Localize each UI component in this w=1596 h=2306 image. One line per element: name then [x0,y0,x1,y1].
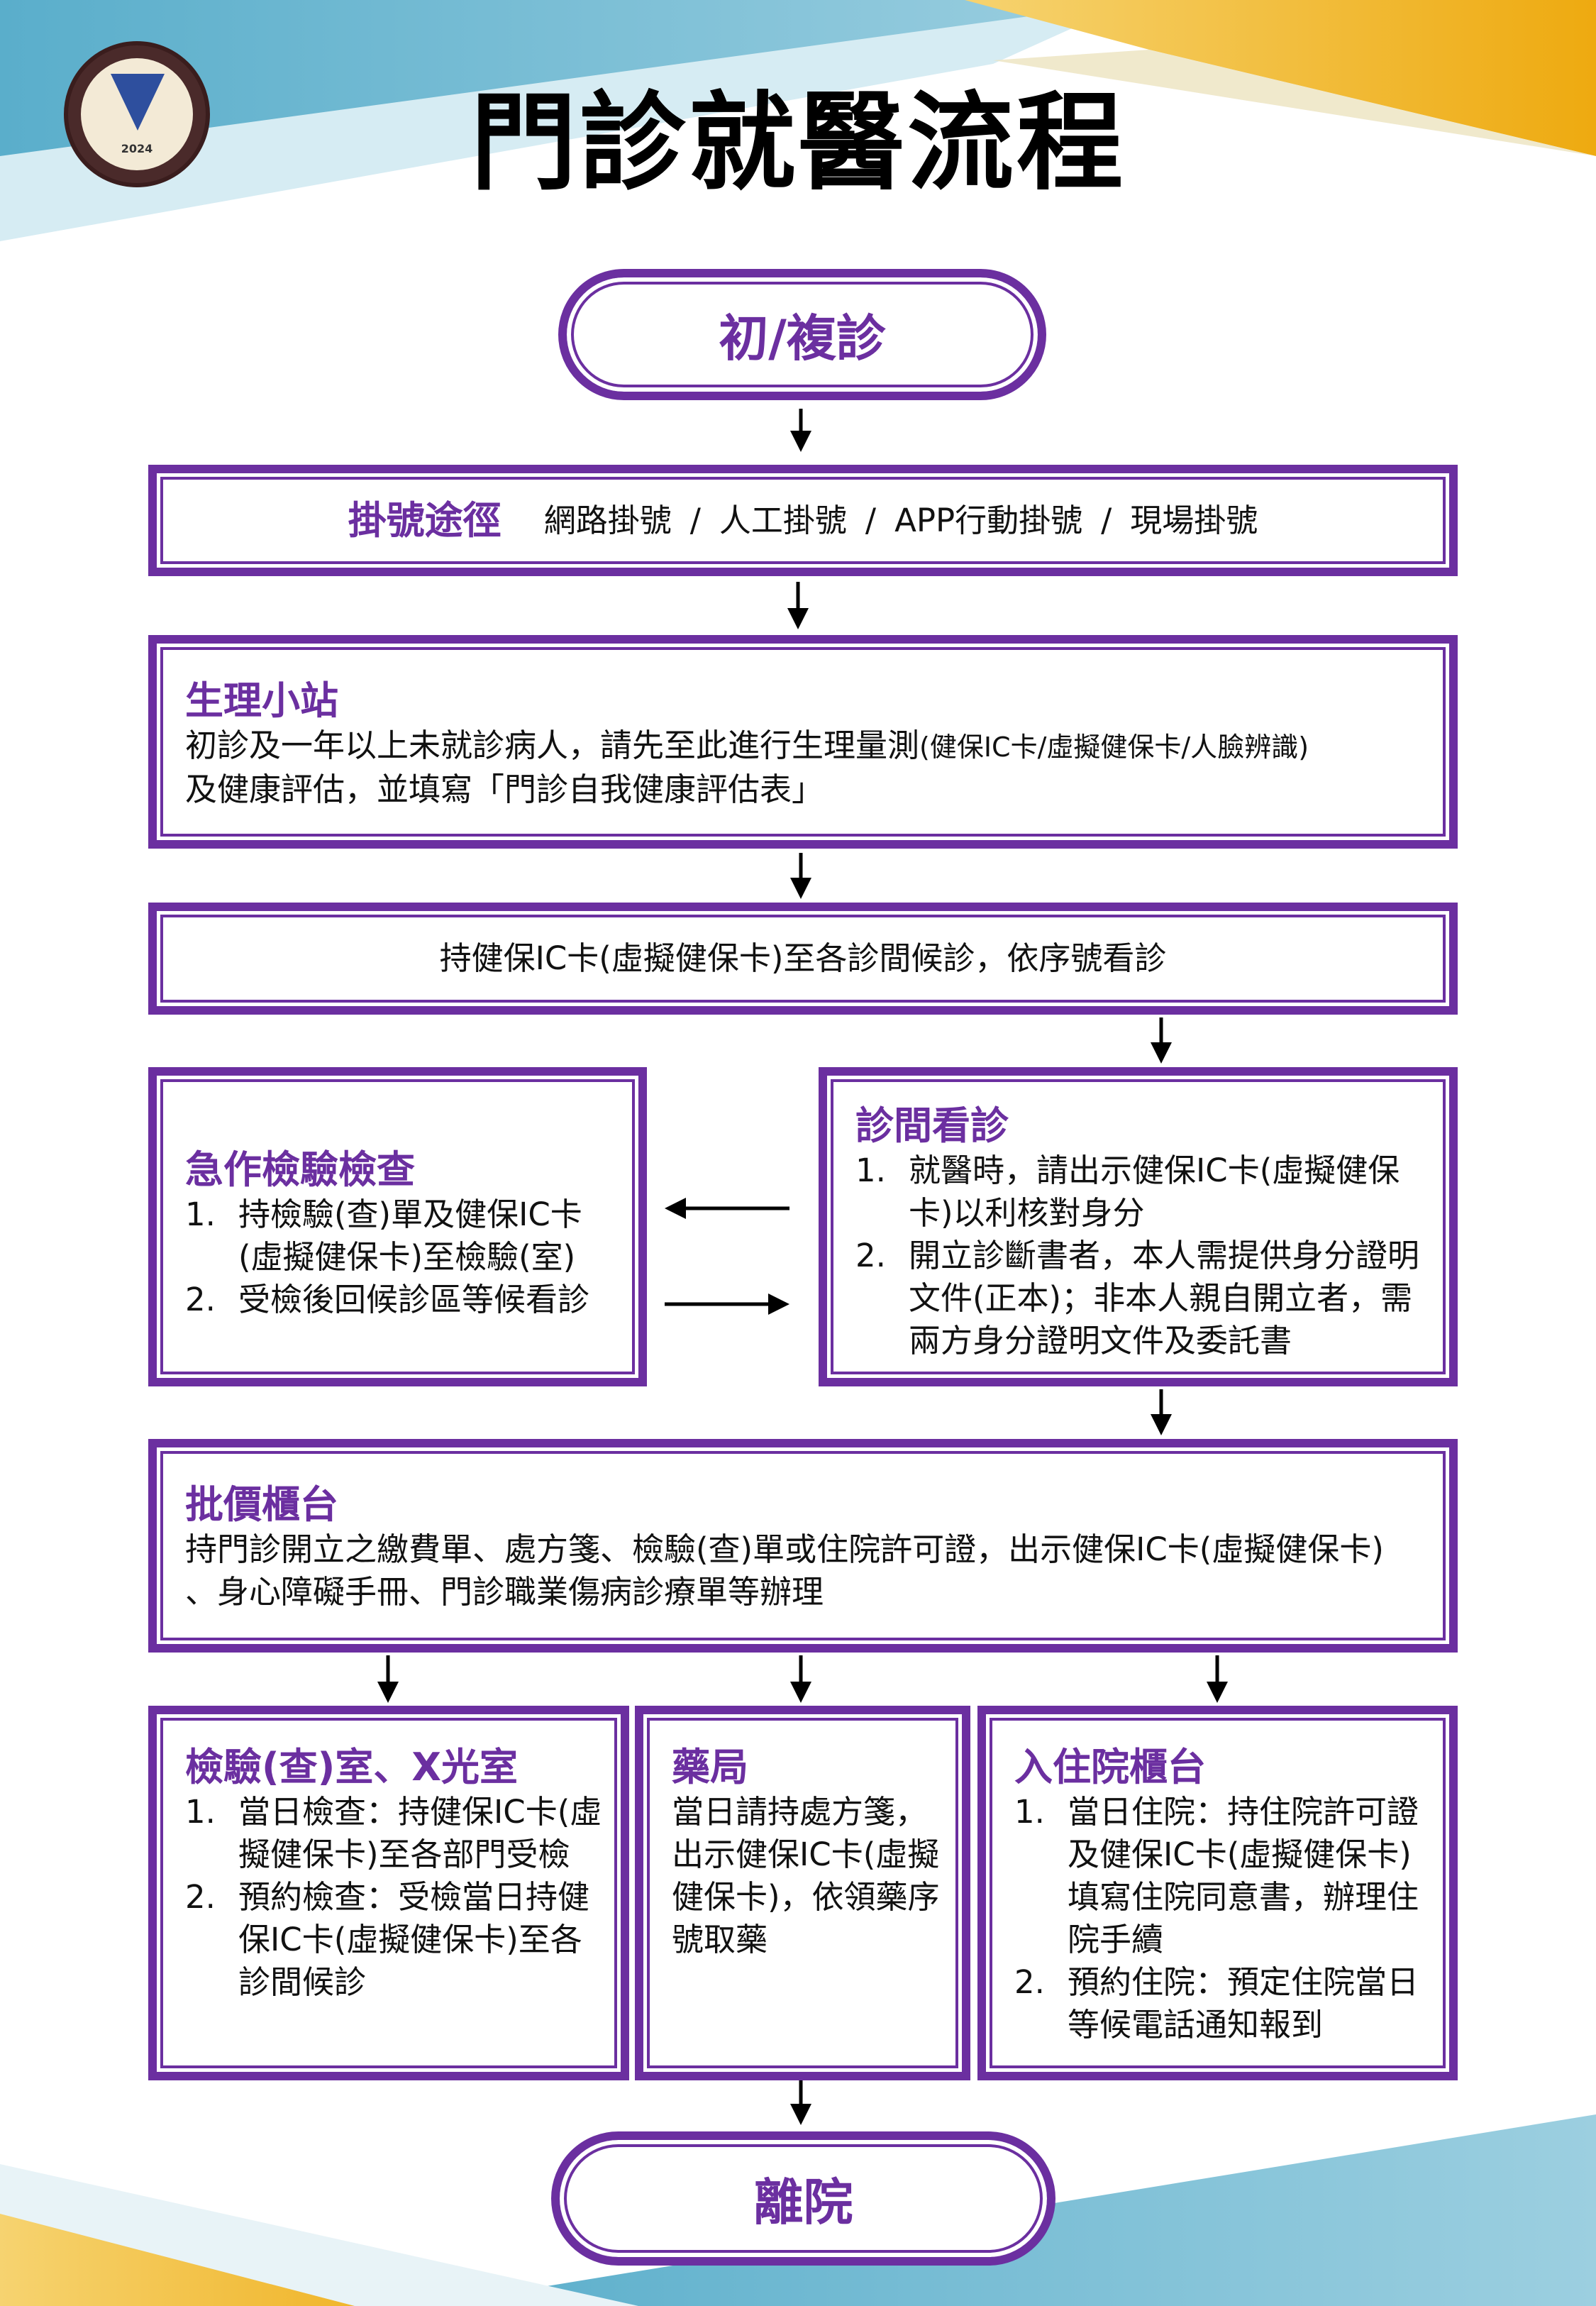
vitals-text-2: 及健康評估，並填寫「門診自我健康評估表」 [185,771,824,808]
item-number: 2. [185,1281,216,1318]
lab-heading: 檢驗(查)室、X光室 [185,1745,518,1789]
consult-heading: 診間看診 [855,1103,1009,1148]
item-text: 開立診斷書者，本人需提供身分證明文件(正本)；非本人親自開立者，需兩方身分證明文… [909,1237,1420,1359]
list-item: 2. 開立診斷書者，本人需提供身分證明文件(正本)；非本人親自開立者，需兩方身分證… [855,1235,1428,1362]
start-label: 初/複診 [719,309,886,368]
list-item: 2. 受檢後回候診區等候看診 [185,1279,617,1321]
registration-heading: 掛號途徑 [348,497,501,543]
item-text: 預約檢查：受檢當日持健保IC卡(虛擬健保卡)至各診間候診 [238,1878,590,2001]
vitals-station-box: 生理小站 初診及一年以上未就診病人，請先至此進行生理量測(健保IC卡/虛擬健保卡… [148,635,1458,849]
pharmacy-heading: 藥局 [672,1745,748,1789]
list-item: 1. 當日住院：持住院許可證及健保IC卡(虛擬健保卡)填寫住院同意書，辦理住院手續 [1014,1791,1435,1961]
item-number: 2. [855,1237,886,1274]
item-text: 持檢驗(查)單及健保IC卡(虛擬健保卡)至檢驗(室) [238,1196,582,1276]
item-number: 2. [1014,1963,1045,2001]
logo-year: 2024 [121,142,153,155]
item-text: 當日住院：持住院許可證及健保IC卡(虛擬健保卡)填寫住院同意書，辦理住院手續 [1068,1793,1419,1958]
list-item: 1. 持檢驗(查)單及健保IC卡(虛擬健保卡)至檢驗(室) [185,1193,617,1279]
item-number: 2. [185,1878,216,1916]
lab-xray-box: 檢驗(查)室、X光室 1. 當日檢查：持健保IC卡(虛擬健保卡)至各部門受檢 2.… [148,1706,629,2080]
end-node: 離院 [551,2131,1055,2266]
registration-method: 現場掛號 [1130,501,1258,539]
item-text: 受檢後回候診區等候看診 [238,1281,590,1318]
admission-box: 入住院櫃台 1. 當日住院：持住院許可證及健保IC卡(虛擬健保卡)填寫住院同意書，… [977,1706,1458,2080]
billing-box: 批價櫃台 持門診開立之繳費單、處方箋、檢驗(查)單或住院許可證，出示健保IC卡(… [148,1439,1458,1653]
item-number: 1. [855,1152,886,1189]
item-text: 預約住院：預定住院當日等候電話通知報到 [1068,1963,1419,2043]
vitals-note: (健保IC卡/虛擬健保卡/人臉辨識) [919,732,1309,763]
item-text: 當日檢查：持健保IC卡(虛擬健保卡)至各部門受檢 [238,1793,602,1873]
pharmacy-text: 當日請持處方箋，出示健保IC卡(虛擬健保卡)，依領藥序號取藥 [672,1793,940,1958]
billing-heading: 批價櫃台 [185,1482,338,1527]
separator: / [689,501,701,539]
waiting-text: 持健保IC卡(虛擬健保卡)至各診間候診，依序號看診 [439,939,1167,977]
registration-method: 網路掛號 [543,501,672,539]
item-text: 就醫時，請出示健保IC卡(虛擬健保卡)以利核對身分 [909,1152,1400,1232]
separator: / [865,501,877,539]
consultation-box: 診間看診 1. 就醫時，請出示健保IC卡(虛擬健保卡)以利核對身分 2. 開立診斷書… [819,1067,1458,1386]
registration-method: 人工掛號 [719,501,847,539]
urgent-test-heading: 急作檢驗檢查 [185,1147,415,1192]
vitals-heading: 生理小站 [185,678,338,723]
list-item: 1. 就醫時，請出示健保IC卡(虛擬健保卡)以利核對身分 [855,1149,1428,1235]
billing-text: 持門診開立之繳費單、處方箋、檢驗(查)單或住院許可證，出示健保IC卡(虛擬健保卡… [185,1530,1384,1611]
vitals-text: 初診及一年以上未就診病人，請先至此進行生理量測 [185,727,920,764]
list-item: 1. 當日檢查：持健保IC卡(虛擬健保卡)至各部門受檢 [185,1791,606,1876]
item-number: 1. [185,1793,216,1831]
separator: / [1101,501,1112,539]
end-label: 離院 [753,2173,853,2231]
item-number: 1. [1014,1793,1045,1831]
pharmacy-box: 藥局 當日請持處方箋，出示健保IC卡(虛擬健保卡)，依領藥序號取藥 [635,1706,970,2080]
item-number: 1. [185,1196,216,1233]
registration-box: 掛號途徑 網路掛號 / 人工掛號 / APP行動掛號 / 現場掛號 [148,465,1458,576]
admission-heading: 入住院櫃台 [1014,1745,1206,1789]
waiting-box: 持健保IC卡(虛擬健保卡)至各診間候診，依序號看診 [148,903,1458,1015]
hospital-logo: 2024 [64,41,210,187]
page-title: 門診就醫流程 [470,82,1126,205]
list-item: 2. 預約檢查：受檢當日持健保IC卡(虛擬健保卡)至各診間候診 [185,1876,606,2004]
start-node: 初/複診 [558,269,1046,400]
urgent-test-box: 急作檢驗檢查 1. 持檢驗(查)單及健保IC卡(虛擬健保卡)至檢驗(室) 2. 受檢… [148,1067,647,1386]
registration-method: APP行動掛號 [894,501,1083,539]
list-item: 2. 預約住院：預定住院當日等候電話通知報到 [1014,1961,1435,2046]
